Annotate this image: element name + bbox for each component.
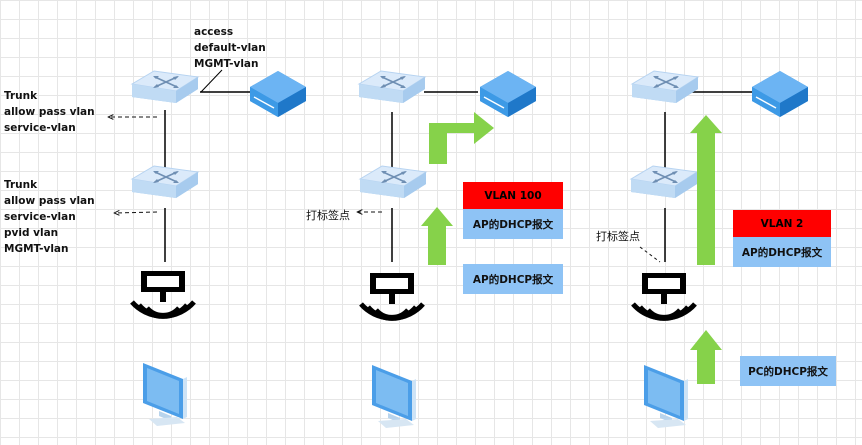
left-panel: [108, 69, 307, 426]
downlink-label-line: service-vlan: [4, 211, 76, 223]
pc-icon[interactable]: [644, 365, 688, 428]
pc-icon[interactable]: [372, 365, 416, 428]
mark-point-line: [639, 246, 661, 263]
uplink-trunk-label: Trunk allow pass vlan service-vlan: [4, 88, 95, 136]
downlink-label-line: Trunk: [4, 179, 38, 191]
downlink-label-line: allow pass vlan: [4, 195, 95, 207]
access-switch-icon[interactable]: [630, 165, 698, 199]
access-point-icon[interactable]: [633, 273, 695, 318]
tagged-packet-badge: AP的DHCP报文: [463, 209, 563, 239]
vlan-tag-badge: VLAN 100: [463, 182, 563, 209]
right-panel: [630, 70, 809, 428]
access-label-line: MGMT-vlan: [194, 58, 259, 70]
access-label-line: access: [194, 26, 234, 38]
uplink-label-line: Trunk: [4, 90, 38, 102]
mark-point-label: 打标签点: [306, 209, 350, 222]
vlan-tag-badge: VLAN 2: [733, 210, 831, 237]
uplink-label-line: service-vlan: [4, 122, 76, 134]
bent-green-arrow: [429, 112, 494, 164]
access-label-line: default-vlan: [194, 42, 266, 54]
server-icon[interactable]: [751, 70, 809, 118]
pc-green-arrow: [690, 330, 722, 384]
middle-panel: [357, 70, 537, 428]
access-switch-icon[interactable]: [359, 165, 427, 199]
tall-green-arrow: [690, 115, 722, 265]
downlink-trunk-label: Trunk allow pass vlan service-vlan pvid …: [4, 177, 95, 257]
core-switch-icon[interactable]: [131, 70, 199, 104]
downlink-label-line: MGMT-vlan: [4, 243, 69, 255]
server-icon[interactable]: [479, 70, 537, 118]
up-green-arrow: [421, 207, 453, 265]
pc-icon[interactable]: [143, 363, 187, 426]
untagged-packet-badge: AP的DHCP报文: [463, 264, 563, 294]
downlink-label-line: pvid vlan: [4, 227, 59, 239]
mark-point-label: 打标签点: [596, 230, 640, 243]
ap-packet-badge: AP的DHCP报文: [733, 237, 831, 267]
server-icon[interactable]: [249, 70, 307, 118]
uplink-label-line: allow pass vlan: [4, 106, 95, 118]
core-switch-icon[interactable]: [358, 70, 426, 104]
access-port-label: access default-vlan MGMT-vlan: [194, 24, 266, 72]
pc-packet-badge: PC的DHCP报文: [740, 356, 836, 386]
access-switch-icon[interactable]: [131, 165, 199, 199]
downlink-callout-arrow: [114, 212, 158, 213]
access-point-icon[interactable]: [361, 273, 423, 318]
access-point-icon[interactable]: [132, 271, 194, 316]
core-switch-icon[interactable]: [631, 70, 699, 104]
access-callout-line: [200, 69, 223, 93]
